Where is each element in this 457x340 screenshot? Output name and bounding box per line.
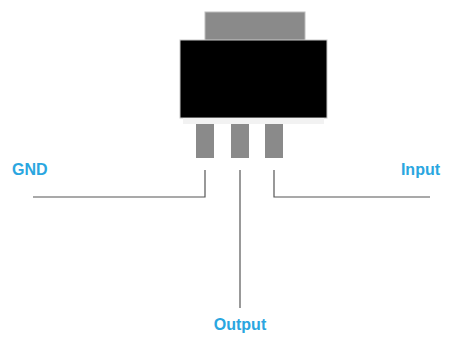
pin-input: [265, 124, 283, 158]
pin-gnd: [196, 124, 214, 158]
pin-label: GND: [12, 161, 48, 179]
body-base: [183, 118, 324, 124]
leader-line: [33, 170, 205, 197]
heat-tab: [205, 12, 305, 44]
package-body: [180, 40, 327, 118]
pin-label: Input: [401, 161, 440, 179]
pin-label: Output: [214, 316, 266, 334]
pin-output: [231, 124, 249, 158]
leader-line: [239, 170, 240, 308]
